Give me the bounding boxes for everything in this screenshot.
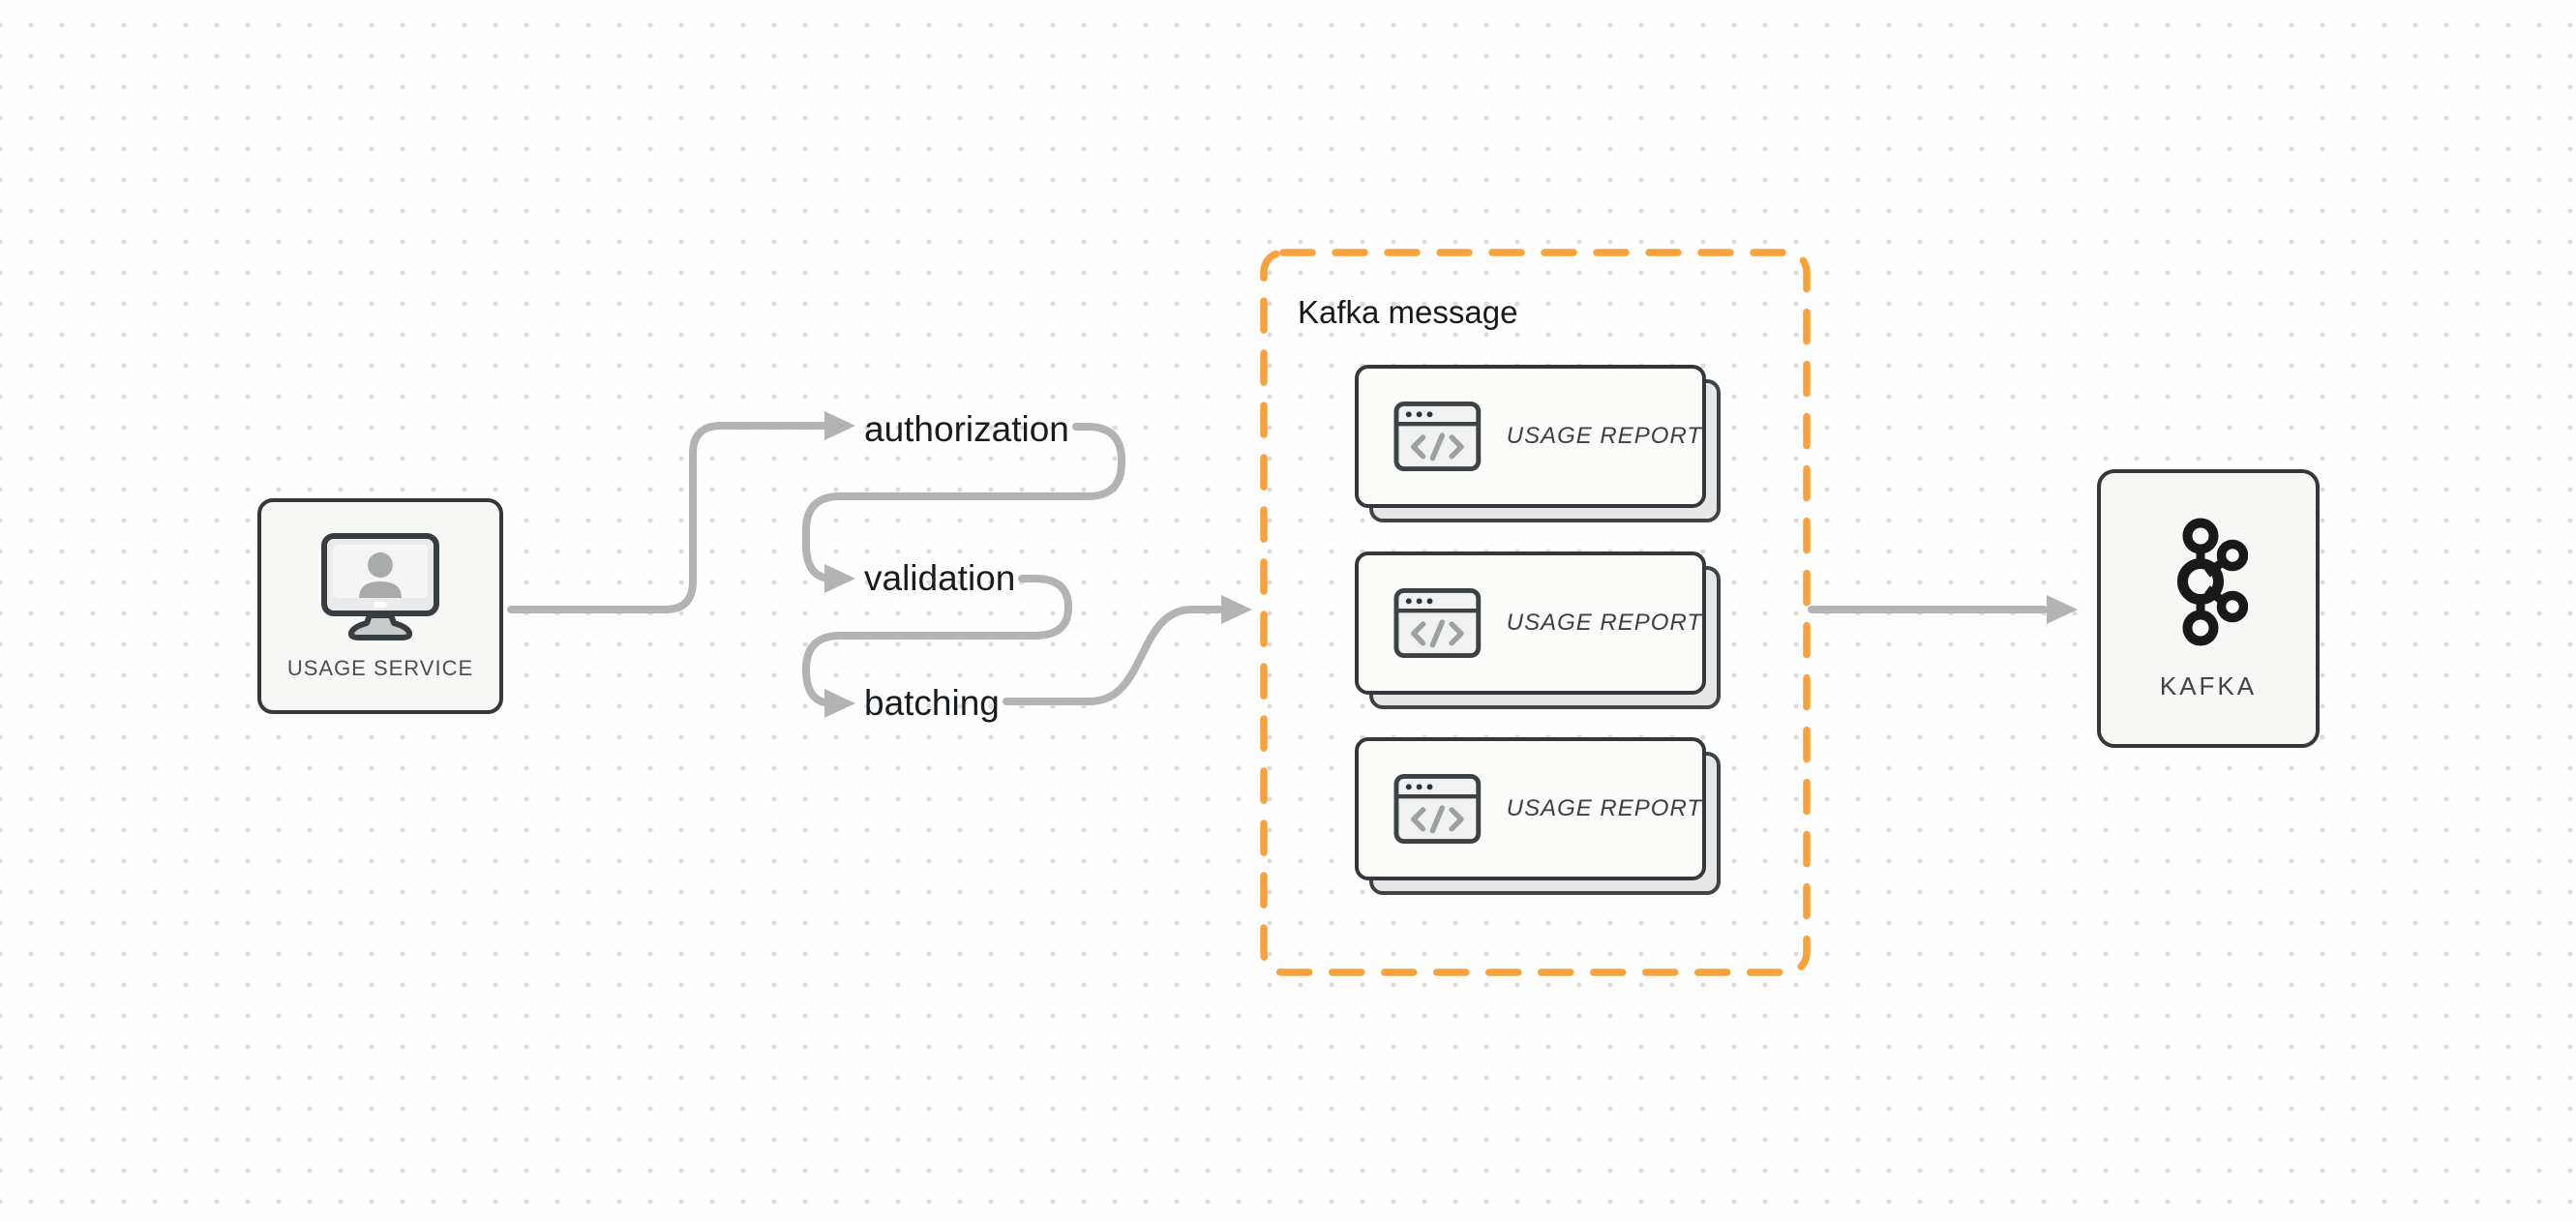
- kafka-message-group: Kafka message USAGE REPORT: [1264, 253, 1807, 972]
- connector-source-to-authorization: [507, 422, 826, 613]
- code-window-icon: [1393, 588, 1482, 658]
- flow-step-authorization: authorization: [864, 409, 1069, 449]
- report-card: USAGE REPORT: [1355, 551, 1706, 695]
- monitor-user-icon: [321, 532, 439, 640]
- arrowhead: [1221, 595, 1252, 624]
- kafka-message-group-border: [1260, 249, 1811, 976]
- report-card-label: USAGE REPORT: [1506, 610, 1702, 636]
- report-card: USAGE REPORT: [1355, 365, 1706, 508]
- kafka-node: KAFKA: [2097, 469, 2320, 748]
- code-window-icon: [1393, 774, 1482, 844]
- report-card: USAGE REPORT: [1355, 737, 1706, 880]
- connector-batching-to-group: [1003, 606, 1223, 705]
- report-card-label: USAGE REPORT: [1506, 795, 1702, 821]
- flow-step-batching: batching: [864, 683, 1000, 723]
- kafka-message-group-title: Kafka message: [1298, 294, 1518, 330]
- usage-service-label: USAGE SERVICE: [286, 655, 474, 680]
- kafka-node-label: KAFKA: [2159, 670, 2258, 700]
- report-card-label: USAGE REPORT: [1506, 423, 1702, 449]
- usage-service-node: USAGE SERVICE: [257, 498, 503, 714]
- connector-authorization-to-validation: [802, 423, 1125, 582]
- flow-step-validation: validation: [864, 558, 1016, 598]
- arrowhead: [824, 411, 855, 440]
- connector-validation-to-batching: [802, 575, 1072, 707]
- code-window-icon: [1393, 402, 1482, 471]
- kafka-logo-icon: [2177, 518, 2248, 645]
- arrowhead: [824, 564, 855, 593]
- arrowhead: [2047, 595, 2078, 624]
- arrowhead: [824, 689, 855, 718]
